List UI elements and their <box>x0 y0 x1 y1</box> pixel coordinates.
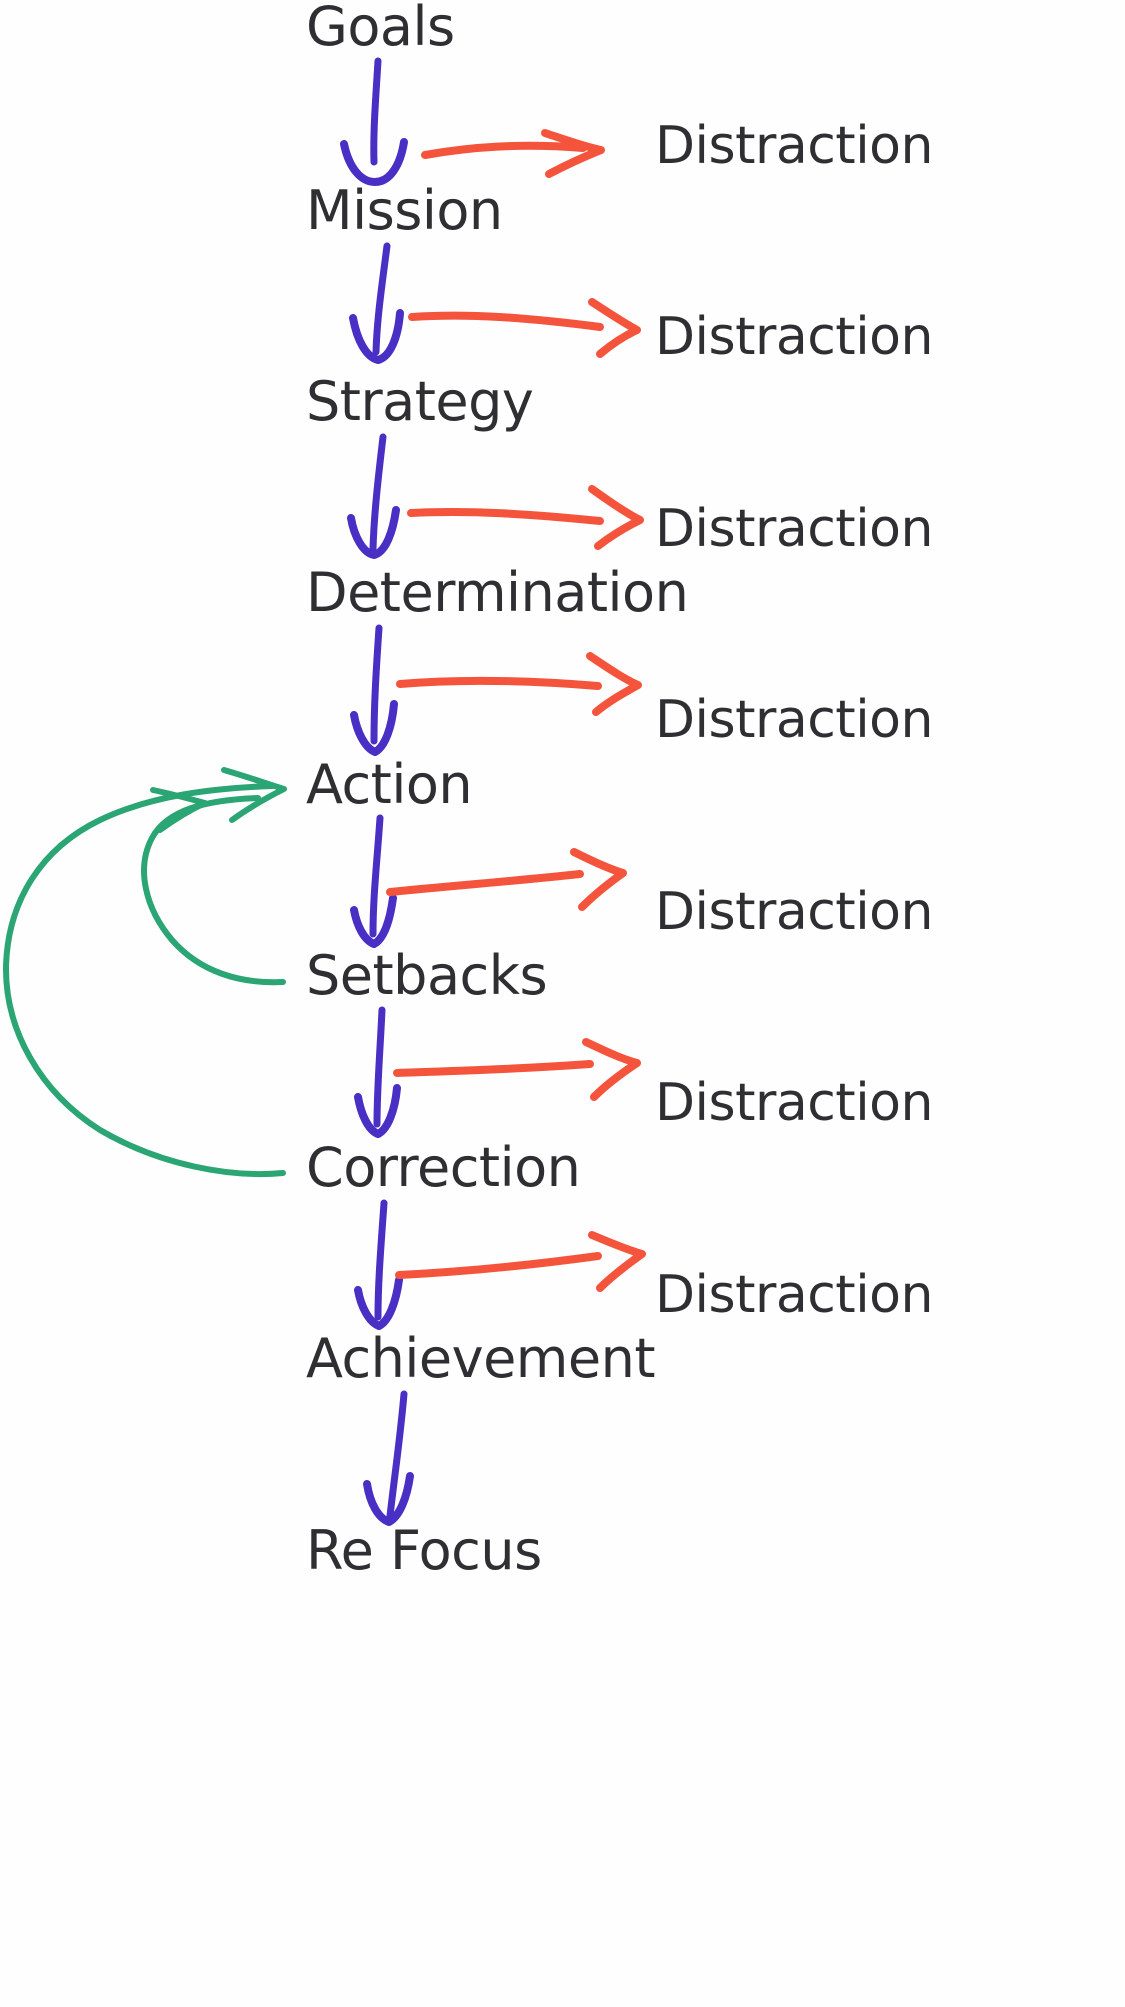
stage-label-determination: Determination <box>306 561 689 624</box>
flow-arrow-achievement-to-refocus <box>363 1390 414 1526</box>
distraction-label-1: Distraction <box>655 116 933 176</box>
stage-label-goals: Goals <box>306 0 455 58</box>
distraction-arrow-from-action <box>386 848 627 911</box>
distraction-label-7: Distraction <box>655 1265 933 1325</box>
flow-arrow-action-to-setbacks <box>350 814 397 948</box>
stage-label-achievement: Achievement <box>306 1327 656 1390</box>
distraction-arrow-from-determination <box>396 652 642 716</box>
feedback-arrow-correction-to-action <box>2 767 287 1178</box>
feedback-arrow-setbacks-to-action <box>141 787 286 986</box>
stage-label-strategy: Strategy <box>306 370 534 433</box>
distraction-arrow-from-mission <box>408 298 641 358</box>
distraction-arrow-from-setbacks <box>393 1038 641 1101</box>
distraction-label-3: Distraction <box>655 499 933 559</box>
flow-arrow-strategy-to-determination <box>347 433 400 559</box>
distraction-arrow-from-strategy <box>407 485 644 550</box>
stage-label-setbacks: Setbacks <box>306 944 548 1007</box>
flow-arrow-goals-to-mission <box>340 57 408 186</box>
stage-label-mission: Mission <box>306 179 503 242</box>
distraction-label-5: Distraction <box>655 882 933 942</box>
flow-arrow-mission-to-strategy <box>349 242 404 364</box>
distraction-arrow-from-correction <box>395 1231 646 1292</box>
distraction-label-6: Distraction <box>655 1073 933 1133</box>
distraction-arrow-from-goals <box>421 129 605 178</box>
flow-arrow-setbacks-to-correction <box>354 1006 401 1138</box>
stage-label-correction: Correction <box>306 1136 581 1199</box>
stage-label-re-focus: Re Focus <box>306 1519 542 1582</box>
flow-arrow-determination-to-action <box>350 624 398 756</box>
distraction-label-2: Distraction <box>655 307 933 367</box>
flow-arrow-correction-to-achievement <box>354 1199 403 1330</box>
stage-label-action: Action <box>306 753 473 816</box>
distraction-label-4: Distraction <box>655 690 933 750</box>
